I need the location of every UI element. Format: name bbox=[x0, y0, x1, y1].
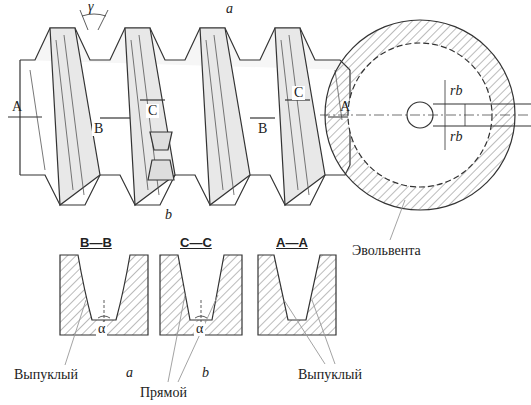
section-title: A—A bbox=[276, 236, 308, 249]
view-label: a bbox=[226, 2, 233, 16]
flank-label: Выпуклый bbox=[298, 368, 362, 382]
section-mark: B bbox=[256, 122, 269, 136]
section-mark: C bbox=[146, 104, 159, 118]
section-mark: B bbox=[92, 122, 105, 136]
radius-label: rb bbox=[448, 84, 464, 98]
section-title: B—B bbox=[80, 236, 112, 249]
section-mark: A bbox=[340, 100, 350, 114]
flank-label: Выпуклый bbox=[14, 368, 78, 382]
section-title: C—C bbox=[180, 236, 212, 249]
angle-label: γ bbox=[88, 0, 94, 14]
radius-label: rb bbox=[448, 130, 464, 144]
section-mark: A bbox=[12, 100, 22, 114]
angle-label: α bbox=[96, 322, 107, 336]
flank-label: Прямой bbox=[140, 386, 187, 400]
flank-letter: b bbox=[202, 366, 209, 380]
flank-letter: a bbox=[126, 366, 133, 380]
point-label: b bbox=[165, 208, 172, 222]
angle-label: α bbox=[194, 322, 205, 336]
curve-label: Эвольвента bbox=[352, 244, 421, 258]
section-mark: C bbox=[292, 86, 305, 100]
